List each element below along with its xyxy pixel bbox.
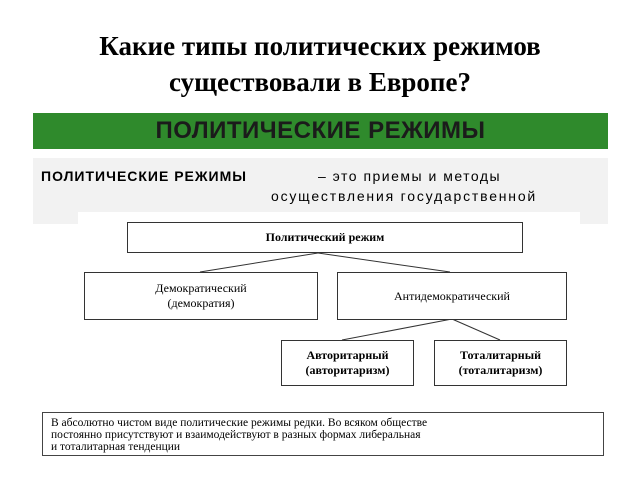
section-banner: ПОЛИТИЧЕСКИЕ РЕЖИМЫ	[33, 113, 608, 149]
connector-root-left	[199, 252, 319, 273]
node-political-regime: Политический режим	[127, 222, 523, 253]
node-totalitarian: Тоталитарный (тоталитаризм)	[434, 340, 567, 386]
title-line-2: существовали в Европе?	[169, 67, 471, 97]
definition-term: ПОЛИТИЧЕСКИЕ РЕЖИМЫ	[41, 168, 247, 184]
connector-root-right	[317, 252, 451, 273]
node-democratic-line-1: Демократический	[155, 281, 247, 295]
title-line-1: Какие типы политических режимов	[99, 31, 541, 61]
note-line-2: постоянно присутствуют и взаимодействуют…	[51, 429, 421, 441]
note-line-3: и тоталитарная тенденции	[51, 441, 181, 453]
definition-line-1: – это приемы и методы	[318, 168, 502, 184]
note-line-1: В абсолютно чистом виде политические реж…	[51, 417, 428, 429]
node-political-regime-label: Политический режим	[265, 230, 385, 244]
node-antidemocratic: Антидемократический	[337, 272, 567, 320]
connector-right-child2	[451, 318, 501, 341]
connector-right-child1	[341, 318, 453, 341]
node-democratic: Демократический (демократия)	[84, 272, 318, 320]
node-authoritarian: Авторитарный (авторитаризм)	[281, 340, 414, 386]
node-antidemocratic-label: Антидемократический	[394, 288, 510, 303]
node-totalitarian-line-1: Тоталитарный	[459, 348, 541, 362]
banner-text: ПОЛИТИЧЕСКИЕ РЕЖИМЫ	[155, 117, 486, 144]
node-authoritarian-line-1: Авторитарный	[306, 348, 389, 362]
node-totalitarian-line-2: (тоталитаризм)	[458, 363, 543, 377]
page-title: Какие типы политических режимов существо…	[0, 28, 640, 100]
definition-line-2: осуществления государственной	[271, 188, 538, 204]
node-authoritarian-line-2: (авторитаризм)	[305, 363, 390, 377]
node-democratic-line-2: (демократия)	[167, 296, 235, 310]
note-box: В абсолютно чистом виде политические реж…	[42, 412, 604, 456]
